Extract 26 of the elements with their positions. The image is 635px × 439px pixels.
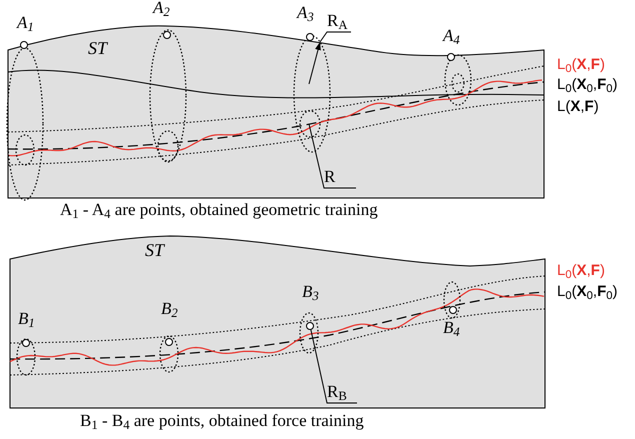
leader-line xyxy=(310,329,358,404)
caption: A$_{1}$ - A$_{4}$ are points, obtained geometric training xyxy=(60,200,378,220)
point-label: A$_{1}$ xyxy=(17,13,34,33)
curve-label: L$_{0}$(X$_{0}$,F$_{0}$) xyxy=(557,283,618,301)
point-label: B$_{4}$ xyxy=(443,318,460,338)
point-label: B$_{3}$ xyxy=(302,282,319,302)
radius-label: R xyxy=(324,167,336,187)
curve-label: L$_{0}$(X$_{0}$,F$_{0}$) xyxy=(557,76,618,94)
point-marker xyxy=(306,33,314,41)
region-label: ST xyxy=(88,38,108,59)
point-label: B$_{1}$ xyxy=(18,309,35,329)
point-marker xyxy=(447,53,455,61)
point-label: A$_{4}$ xyxy=(443,26,460,46)
point-label: B$_{2}$ xyxy=(161,299,178,319)
curve-label: L(X,F) xyxy=(557,98,599,116)
point-label: A$_{3}$ xyxy=(297,3,314,23)
leader-line xyxy=(315,32,352,50)
radius-label: R$_{B}$ xyxy=(327,382,348,402)
curve-label: L$_{0}$(X,F) xyxy=(557,262,605,280)
point-marker xyxy=(20,41,28,49)
curve-label: L$_{0}$(X,F) xyxy=(557,56,605,74)
caption: B$_{1}$ - B$_{4}$ are points, obtained force training xyxy=(80,411,364,431)
region-label: ST xyxy=(145,240,164,261)
radius-label: R$_{A}$ xyxy=(327,11,349,31)
leader-line xyxy=(308,124,356,188)
point-label: A$_{2}$ xyxy=(153,0,170,18)
